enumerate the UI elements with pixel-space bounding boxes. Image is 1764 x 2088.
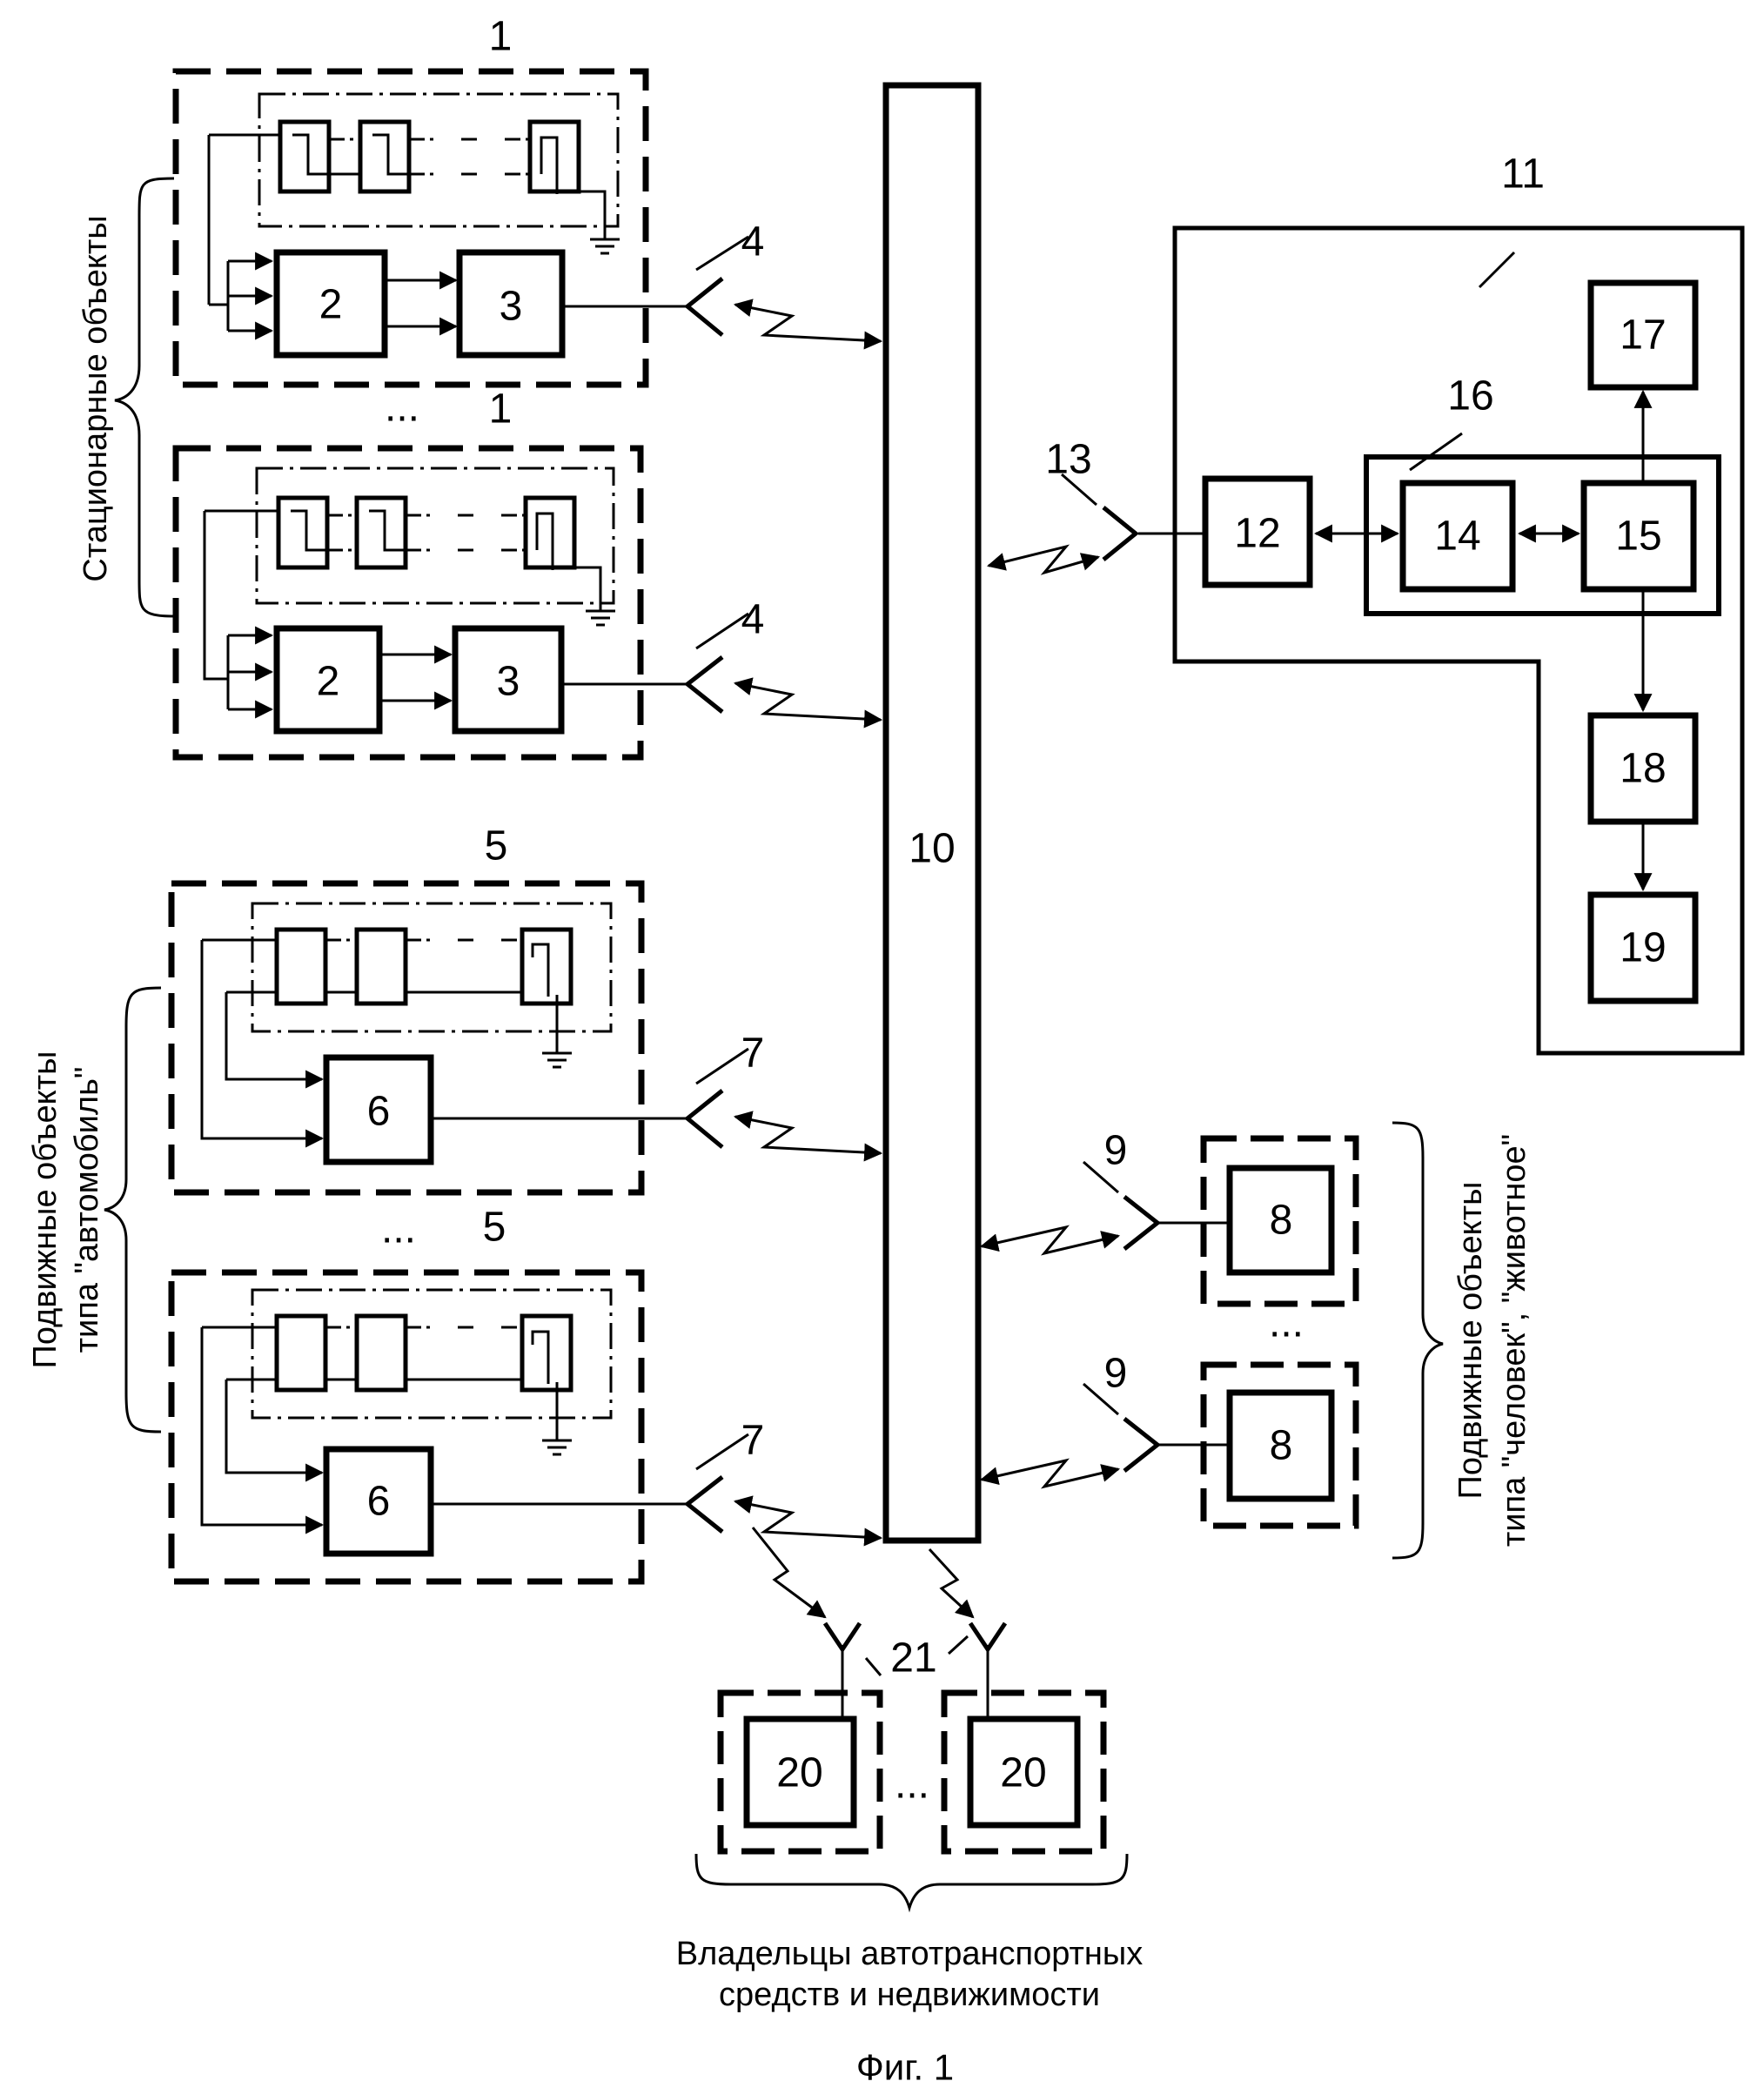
label-20-left: 20: [776, 1750, 822, 1796]
group-label-vehicle-2: типа "автомобиль": [69, 1067, 105, 1353]
antenna-21-right: [970, 1623, 1005, 1649]
antenna-13: [1103, 507, 1136, 560]
label-6-top: 6: [367, 1089, 391, 1135]
group-label-owners-1: Владельцы автотранспортных: [676, 1936, 1143, 1972]
label-17: 17: [1620, 312, 1666, 359]
group-label-vehicle-1: Подвижные объекты: [27, 1051, 64, 1369]
label-21: 21: [890, 1635, 936, 1682]
label-9-bottom: 9: [1104, 1351, 1128, 1397]
label-13: 13: [1045, 437, 1091, 483]
label-15: 15: [1615, 514, 1661, 560]
label-7-top: 7: [741, 1031, 765, 1077]
label-10: 10: [909, 826, 955, 872]
label-2-bottom: 2: [317, 659, 340, 705]
label-12: 12: [1234, 511, 1280, 557]
person-object-bottom: [982, 1365, 1356, 1526]
link-stationary-bottom: [735, 683, 881, 720]
brace-person: [1392, 1123, 1443, 1558]
stationary-object-bottom: [176, 448, 748, 757]
link-vehicle-top: [735, 1117, 881, 1153]
dots-stationary: ...: [385, 385, 419, 431]
antenna-21-left: [825, 1623, 860, 1649]
brace-owners: [696, 1854, 1127, 1908]
figure-caption: Фиг. 1: [856, 2047, 954, 2088]
label-8-top: 8: [1270, 1198, 1293, 1244]
antenna-4-bottom: [687, 657, 722, 712]
group-label-stationary: Стационарные объекты: [77, 215, 114, 581]
label-8-bottom: 8: [1270, 1423, 1293, 1469]
owner-right: [929, 1549, 1103, 1851]
brace-stationary: [115, 178, 174, 616]
label-16: 16: [1447, 373, 1493, 420]
antenna-7-top: [687, 1091, 722, 1147]
label-2-top: 2: [319, 282, 343, 328]
dots-person: ...: [1269, 1300, 1304, 1346]
vehicle-object-bottom: [171, 1272, 748, 1581]
sensor-group-frame: [259, 94, 618, 226]
label-6-bottom: 6: [367, 1479, 391, 1525]
antenna-4-top: [687, 279, 722, 335]
brace-vehicle: [104, 988, 161, 1432]
vehicle-object-top: [171, 883, 748, 1192]
label-20-right: 20: [1000, 1750, 1046, 1796]
dots-owners: ...: [895, 1762, 929, 1808]
label-11: 11: [1501, 151, 1545, 198]
label-3-top: 3: [500, 284, 523, 330]
label-1-bottom: 1: [489, 386, 513, 433]
stationary-object-top: [176, 71, 748, 385]
stationary-object-frame: [176, 71, 646, 385]
sensor-group-1: [209, 122, 620, 253]
group-label-person-1: Подвижные объекты: [1452, 1182, 1489, 1500]
label-1-top: 1: [489, 14, 513, 60]
antenna-9-top: [1124, 1197, 1157, 1249]
label-18: 18: [1620, 746, 1666, 792]
group-label-owners-2: средств и недвижимости: [719, 1977, 1100, 2013]
label-19: 19: [1620, 925, 1666, 971]
label-7-bottom: 7: [741, 1418, 765, 1464]
owner-left: [721, 1527, 880, 1851]
dots-vehicle: ...: [381, 1206, 416, 1252]
label-3-bottom: 3: [497, 659, 520, 705]
antenna-7-bottom: [687, 1477, 722, 1532]
label-9-top: 9: [1104, 1128, 1128, 1174]
block-10-bus: [886, 85, 978, 1541]
label-14: 14: [1434, 514, 1480, 560]
link-stationary-top: [735, 305, 881, 341]
label-5-top: 5: [485, 823, 508, 869]
person-object-top: [982, 1138, 1356, 1304]
label-5-bottom: 5: [483, 1205, 506, 1251]
label-4-bottom: 4: [741, 597, 765, 643]
label-4-top: 4: [741, 219, 765, 265]
group-label-person-2: типа "человек", "животное": [1496, 1134, 1533, 1547]
antenna-9-bottom: [1124, 1419, 1157, 1471]
